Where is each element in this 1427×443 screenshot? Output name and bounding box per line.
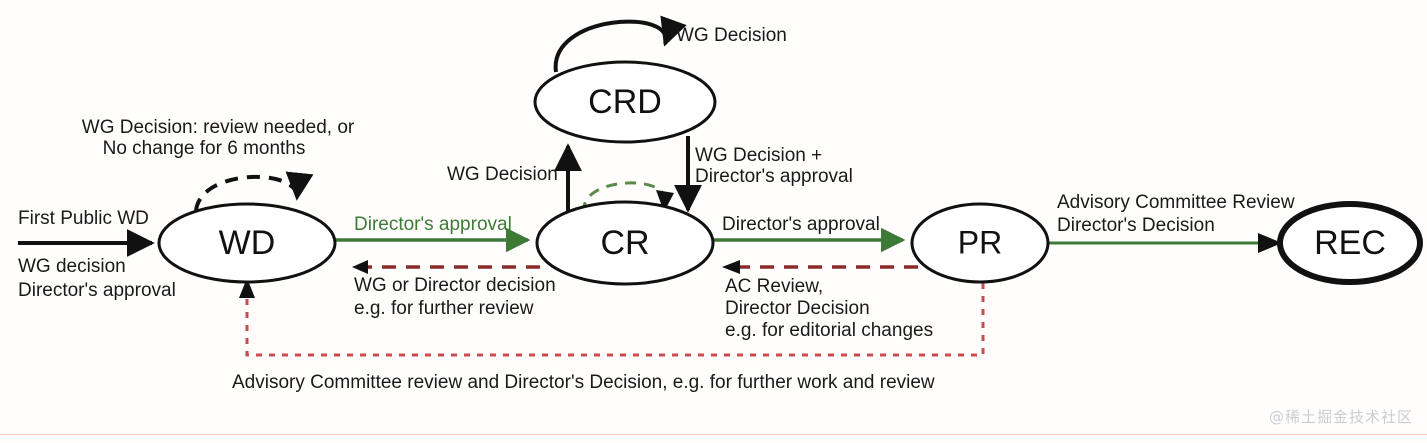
- label-pr-to-cr-line1: AC Review,: [725, 276, 823, 297]
- node-rec-ellipse[interactable]: [1277, 201, 1423, 285]
- node-rec-label: REC: [1314, 224, 1386, 262]
- edge-pr-to-wd-advisory: [239, 278, 985, 357]
- node-rec[interactable]: REC: [1277, 201, 1423, 285]
- label-wd-to-cr: Director's approval: [354, 214, 512, 235]
- label-crd-to-cr-line2: Director's approval: [695, 166, 853, 187]
- label-entry-line2: Director's approval: [18, 280, 176, 301]
- label-pr-to-cr-line3: e.g. for editorial changes: [725, 320, 933, 341]
- label-pr-to-cr-line2: Director Decision: [725, 298, 870, 319]
- node-crd-ellipse[interactable]: [533, 60, 717, 144]
- node-wd[interactable]: WD: [157, 202, 337, 284]
- label-cr-to-wd-line2: e.g. for further review: [354, 298, 534, 319]
- node-cr-ellipse[interactable]: [535, 200, 715, 286]
- node-crd[interactable]: CRD: [533, 60, 717, 144]
- node-pr-ellipse[interactable]: [910, 202, 1050, 284]
- edge-pr-to-cr: [722, 260, 918, 274]
- edge-crd-self-loop: [553, 15, 687, 73]
- label-wd-self-line2: No change for 6 months: [103, 138, 306, 159]
- crd-self-loop-path: [553, 15, 687, 73]
- edge-pr-to-rec: [1049, 233, 1282, 253]
- label-wd-self-line1: WG Decision: review needed, or: [82, 117, 355, 138]
- node-pr-label: PR: [958, 224, 1002, 260]
- edge-cr-self-loop: [582, 181, 674, 214]
- label-crd-to-cr-line1: WG Decision +: [695, 145, 822, 166]
- label-cr-to-wd-line1: WG or Director decision: [354, 275, 556, 296]
- label-cr-to-crd: WG Decision: [447, 164, 558, 185]
- site-watermark: @稀土掘金技术社区: [1268, 408, 1413, 426]
- node-cr[interactable]: CR: [535, 200, 715, 286]
- label-pr-to-rec-line1: Advisory Committee Review: [1057, 192, 1295, 213]
- cr-self-loop-arrowhead: [656, 190, 674, 212]
- node-crd-label: CRD: [588, 83, 662, 121]
- label-pr-to-rec-line2: Director's Decision: [1057, 215, 1215, 236]
- wd-self-loop-path: [194, 171, 314, 212]
- pr-to-rec-arrowhead: [1258, 233, 1282, 253]
- cr-to-wd-arrowhead: [352, 260, 368, 274]
- pr-to-cr-arrowhead: [722, 260, 740, 274]
- node-wd-label: WD: [219, 224, 276, 262]
- label-entry-top: First Public WD: [18, 208, 149, 229]
- label-crd-self: WG Decision: [676, 25, 787, 46]
- node-wd-ellipse[interactable]: [157, 202, 337, 284]
- bottom-divider-rule: [0, 434, 1427, 435]
- edge-cr-to-wd: [350, 260, 540, 274]
- advisory-feedback-arrowhead: [239, 278, 255, 298]
- label-cr-to-pr: Director's approval: [722, 214, 880, 235]
- label-entry-line1: WG decision: [18, 256, 126, 277]
- node-pr[interactable]: PR: [910, 202, 1050, 284]
- node-cr-label: CR: [600, 224, 649, 262]
- edge-wd-self-loop: [194, 171, 314, 212]
- label-bottom-caption: Advisory Committee review and Director's…: [232, 372, 935, 393]
